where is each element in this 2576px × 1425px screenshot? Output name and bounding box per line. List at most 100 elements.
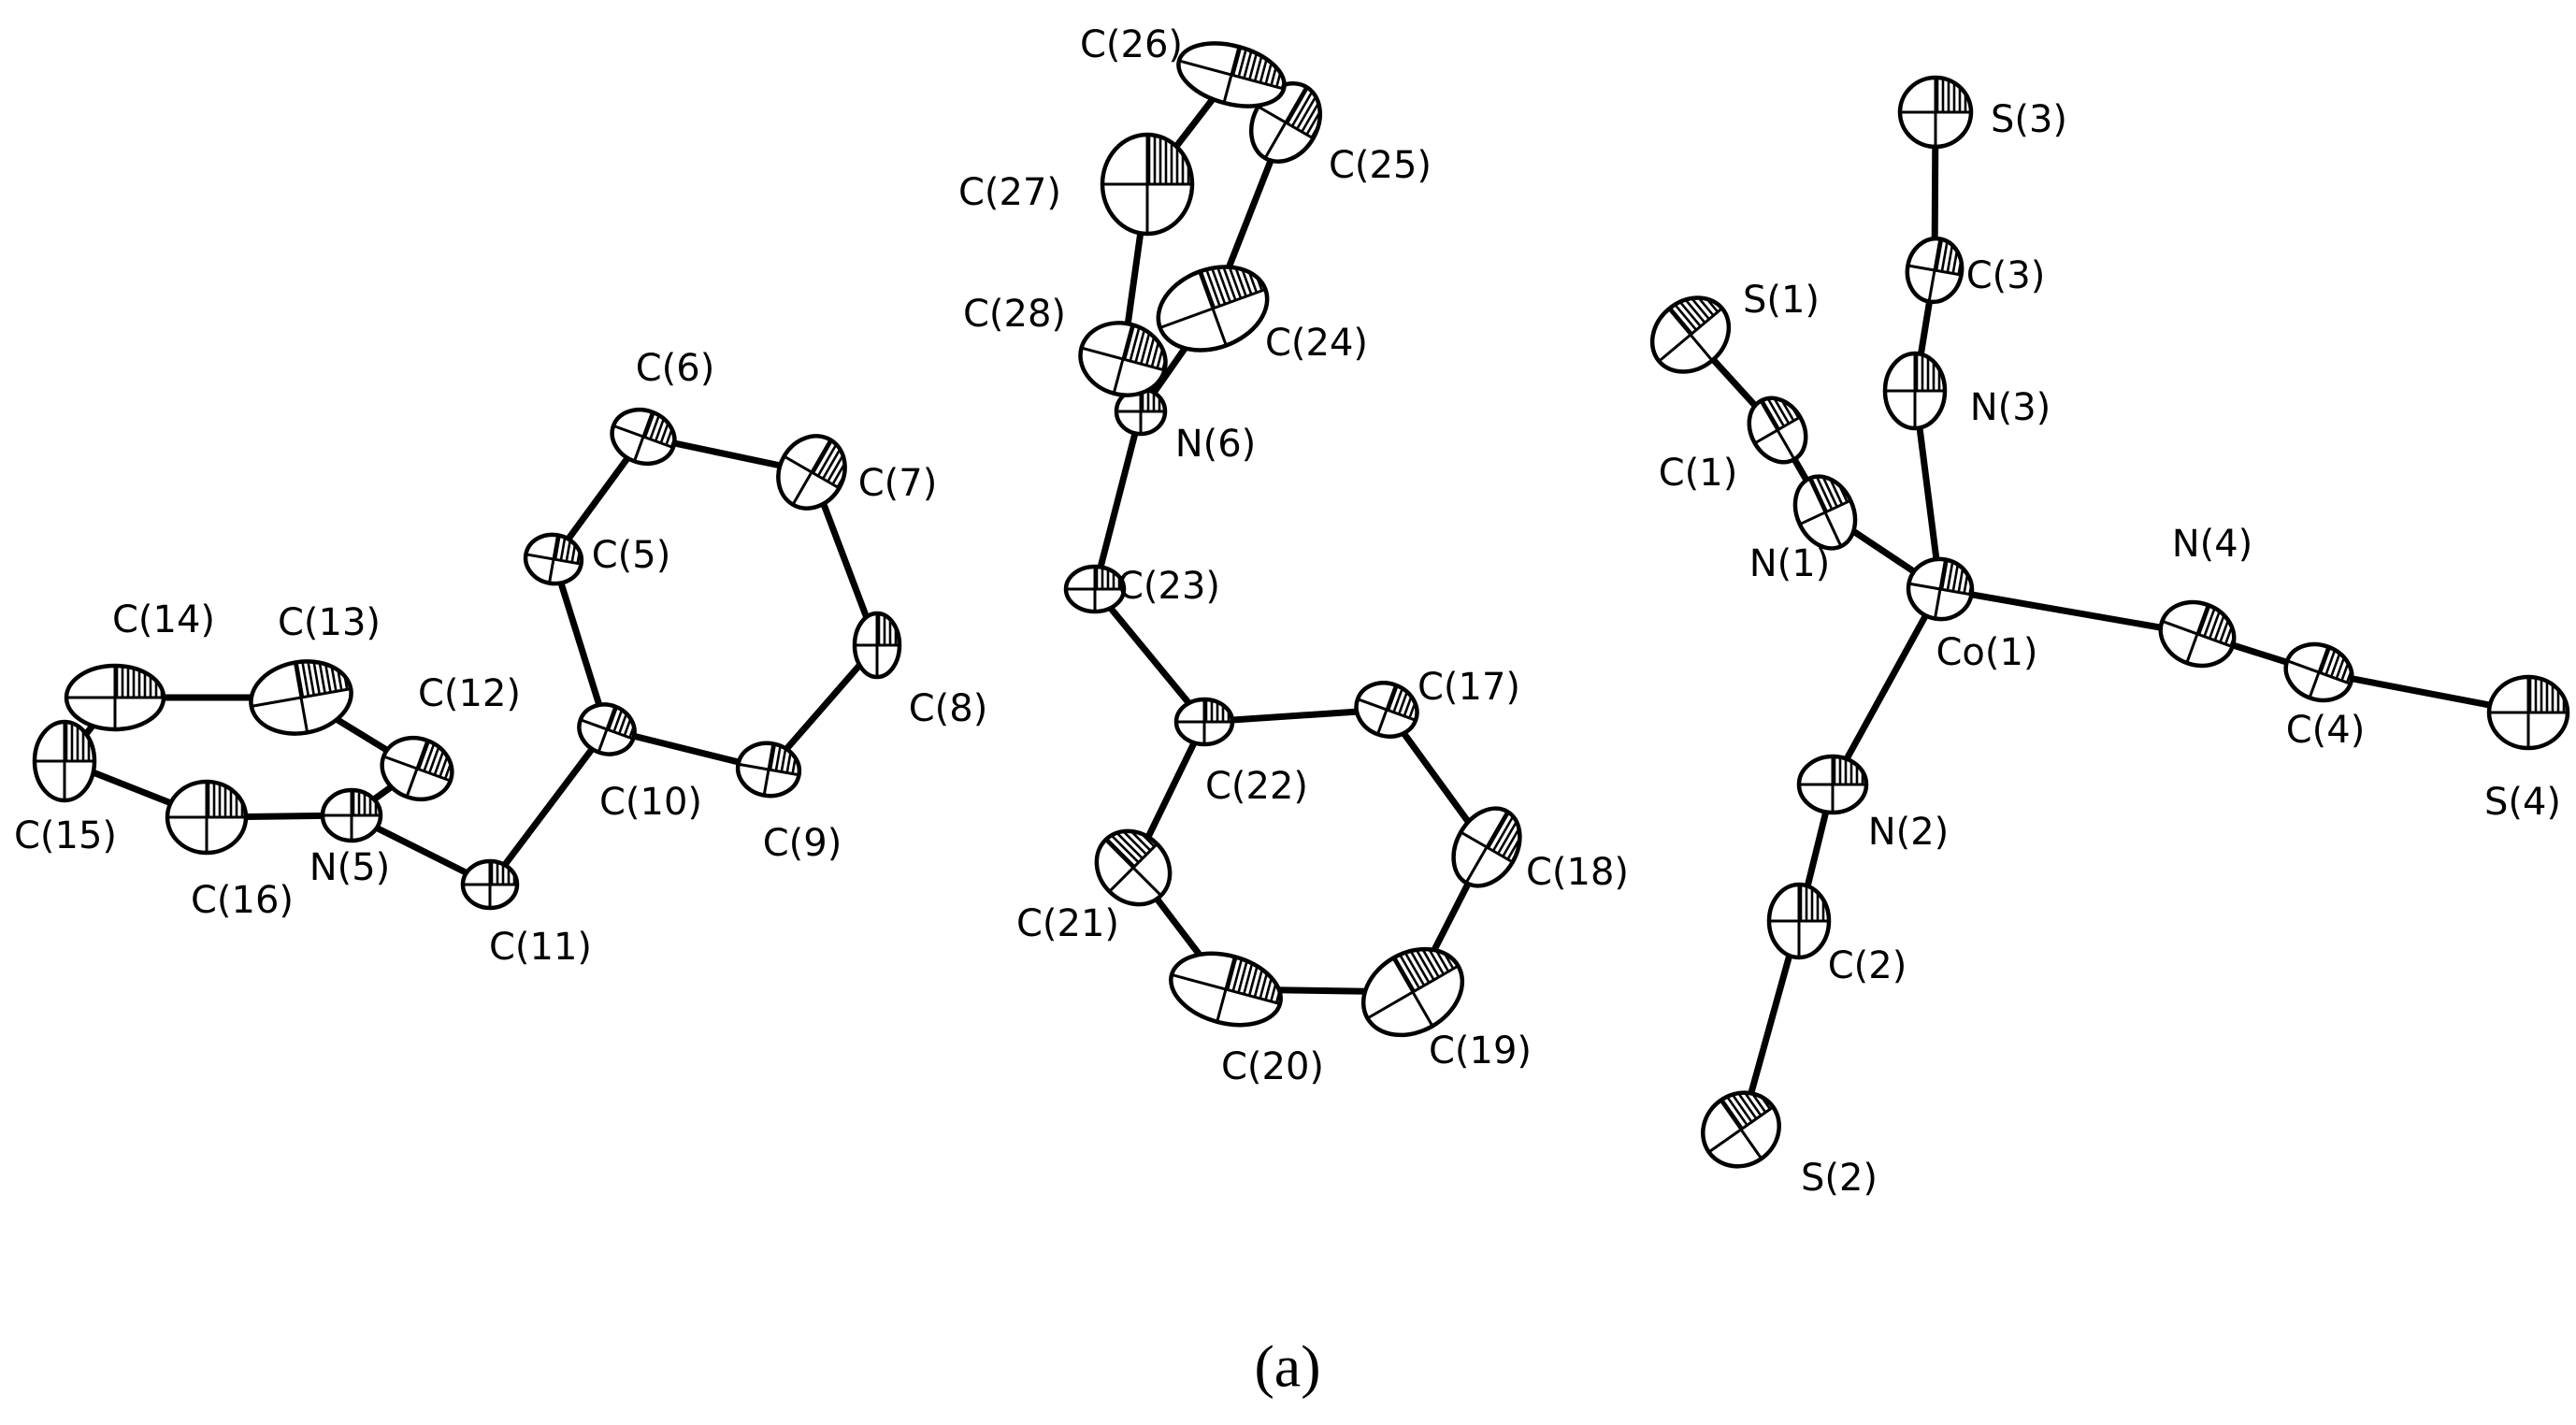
atom-axis-c9 xyxy=(762,743,775,796)
atom-c3 xyxy=(1905,236,1965,305)
atom-c9 xyxy=(735,741,804,799)
atom-label-n6: N(6) xyxy=(1175,423,1257,466)
atom-c15 xyxy=(32,719,97,803)
atom-axis-c4 xyxy=(2308,646,2330,698)
atom-axis-c26 xyxy=(1222,46,1241,104)
atom-label-c27: C(27) xyxy=(958,171,1061,214)
atom-n6 xyxy=(1114,386,1168,437)
atom-c20 xyxy=(1169,951,1287,1028)
atom-axis-c10 xyxy=(597,706,617,753)
atom-n3 xyxy=(1882,351,1948,431)
atom-axis-c19 xyxy=(1391,957,1434,1028)
atom-label-c22: C(22) xyxy=(1205,765,1308,808)
atom-c12 xyxy=(380,735,457,802)
atom-label-c16: C(16) xyxy=(191,879,294,922)
atom-hatch-c25 xyxy=(1286,87,1333,138)
figure-caption: (a) xyxy=(1254,1333,1320,1400)
bond-c10-c11 xyxy=(486,726,611,888)
atom-hatch-c12 xyxy=(417,741,457,780)
atom-label-n2: N(2) xyxy=(1868,811,1950,854)
atom-c14 xyxy=(64,663,166,732)
atom-c2 xyxy=(1766,882,1832,960)
atom-c28 xyxy=(1078,321,1173,397)
atom-label-c14: C(14) xyxy=(112,598,215,641)
atom-axis-c3 xyxy=(1927,238,1942,302)
atom-s4 xyxy=(2486,674,2570,751)
atom-axis-c6 xyxy=(633,411,654,462)
atom-axis-c25 xyxy=(1263,86,1308,159)
atom-label-c1: C(1) xyxy=(1659,452,1738,495)
atom-c13 xyxy=(249,654,353,736)
atom-label-c23: C(23) xyxy=(1117,565,1220,608)
atom-label-c25: C(25) xyxy=(1329,144,1432,187)
atom-label-c19: C(19) xyxy=(1429,1029,1532,1072)
atom-axis-co1 xyxy=(1933,559,1948,619)
atom-hatch-c14 xyxy=(115,666,164,698)
atom-hatch-c4 xyxy=(2319,646,2358,684)
atom-label-c10: C(10) xyxy=(599,781,702,824)
atoms-layer xyxy=(32,41,2570,1169)
atom-label-s3: S(3) xyxy=(1991,98,2067,141)
atom-n2 xyxy=(1796,754,1869,815)
atom-label-n3: N(3) xyxy=(1970,386,2051,429)
atom-hatch-s3 xyxy=(1936,78,1967,112)
atom-label-c3: C(3) xyxy=(1966,254,2046,297)
atom-c4 xyxy=(2283,641,2358,703)
atom-label-c20: C(20) xyxy=(1221,1045,1324,1088)
atom-axis-n4 xyxy=(2185,604,2209,664)
atom-s3 xyxy=(1897,75,1974,150)
atom-co1 xyxy=(1906,556,1977,622)
atom-n5 xyxy=(320,787,383,843)
atom-c18 xyxy=(1451,806,1530,888)
atom-c10 xyxy=(577,702,640,756)
atom-c17 xyxy=(1354,681,1425,739)
atom-axis-c18 xyxy=(1464,811,1509,884)
atom-label-s4: S(4) xyxy=(2484,781,2561,824)
atom-axis-c21 xyxy=(1104,839,1162,897)
atom-label-c15: C(15) xyxy=(14,814,117,857)
atom-hatch-c15 xyxy=(65,722,91,761)
atom-axis-c5 xyxy=(548,535,559,583)
atom-hatch-c17 xyxy=(1387,684,1425,721)
bond-co1-n2 xyxy=(1829,585,1944,788)
atom-c19 xyxy=(1360,933,1465,1038)
atom-c23 xyxy=(1063,564,1127,614)
atom-label-c17: C(17) xyxy=(1418,666,1520,709)
atom-c22 xyxy=(1173,697,1235,747)
bond-c23-n6 xyxy=(1091,408,1144,593)
atom-label-c24: C(24) xyxy=(1265,322,1368,365)
atom-label-c28: C(28) xyxy=(963,293,1066,336)
atom-axis-c1 xyxy=(1759,400,1796,460)
atom-axis-c17 xyxy=(1376,684,1397,735)
atom-c16 xyxy=(165,779,249,856)
atom-label-s1: S(1) xyxy=(1743,279,1820,322)
atom-c7 xyxy=(776,434,857,511)
atom-c5 xyxy=(523,532,584,586)
atom-hatch-c19 xyxy=(1393,933,1455,992)
atom-axis-s1 xyxy=(1667,308,1714,362)
atom-label-n1: N(1) xyxy=(1749,542,1831,585)
atom-axis-c24 xyxy=(1198,271,1228,346)
bond-co1-n4 xyxy=(1936,585,2201,638)
atom-n4 xyxy=(2158,599,2243,669)
atom-label-c21: C(21) xyxy=(1016,902,1119,945)
atom-label-c9: C(9) xyxy=(763,822,842,865)
atom-axis-n1 xyxy=(1807,478,1843,547)
bonds-layer xyxy=(61,71,2532,1133)
atom-label-c13: C(13) xyxy=(278,601,381,644)
atom-label-n4: N(4) xyxy=(2172,523,2253,566)
atom-c8 xyxy=(852,611,902,680)
atom-label-c7: C(7) xyxy=(858,462,938,505)
atom-label-c5: C(5) xyxy=(592,534,671,577)
atom-label-c26: C(26) xyxy=(1080,23,1183,66)
atom-c6 xyxy=(610,407,682,467)
atom-c1 xyxy=(1747,388,1808,465)
atom-label-c6: C(6) xyxy=(636,347,715,390)
atom-axis-c12 xyxy=(405,740,429,798)
atom-s1 xyxy=(1649,285,1732,374)
atom-c21 xyxy=(1094,817,1173,907)
atom-label-s2: S(2) xyxy=(1801,1157,1878,1200)
atom-axis-c28 xyxy=(1112,324,1134,395)
atom-label-c12: C(12) xyxy=(418,672,521,715)
